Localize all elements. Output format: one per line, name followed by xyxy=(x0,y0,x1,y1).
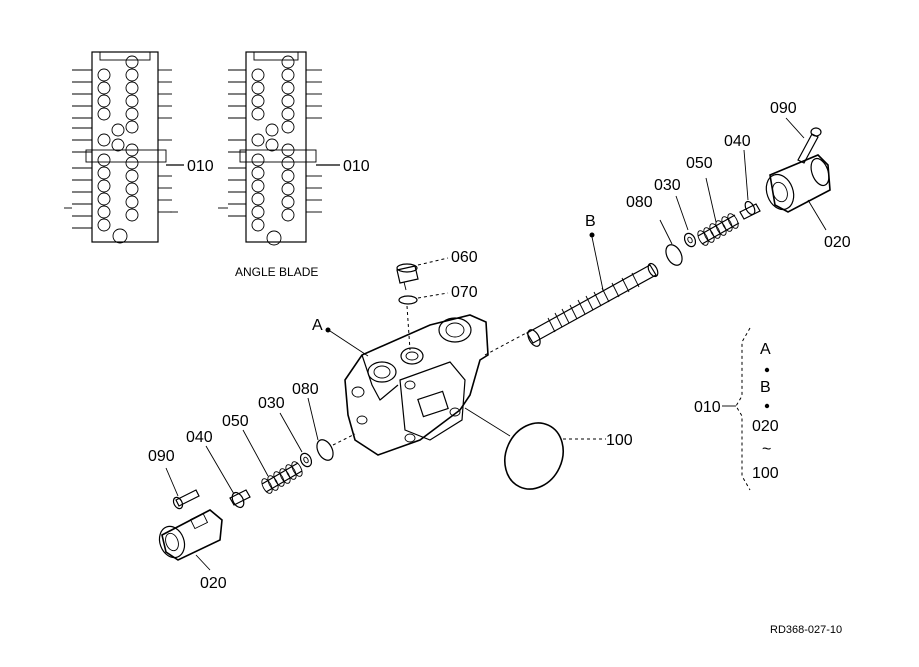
drawing-reference: RD368-027-10 xyxy=(770,624,842,636)
spring-050-right xyxy=(697,213,740,246)
legend-010: 010 xyxy=(694,399,721,416)
label-030-right: 030 xyxy=(654,177,681,194)
legend-dot-2 xyxy=(764,403,770,409)
label-080-left: 080 xyxy=(292,381,319,398)
valve-assembly-angle-blade xyxy=(218,51,340,246)
label-020-left: 020 xyxy=(200,575,227,592)
bolt-040-left xyxy=(229,489,251,509)
label-080-right: 080 xyxy=(626,194,653,211)
o-ring-080-right xyxy=(665,244,683,266)
legend-100: 100 xyxy=(752,465,779,482)
valve-assembly-left xyxy=(64,51,184,244)
label-030-left: 030 xyxy=(258,395,285,412)
legend-020: 020 xyxy=(752,418,779,435)
cap-020-right xyxy=(765,154,831,213)
legend-a: A xyxy=(760,341,771,358)
ref-b-dot xyxy=(589,232,595,238)
bolt-040-right xyxy=(739,200,761,220)
assembly-legend xyxy=(722,327,751,491)
label-060: 060 xyxy=(451,249,478,266)
label-100: 100 xyxy=(606,432,633,449)
angle-blade-caption: ANGLE BLADE xyxy=(235,265,318,279)
label-040-left: 040 xyxy=(186,429,213,446)
spring-050-left xyxy=(261,461,303,494)
ref-a-label: A xyxy=(312,317,323,334)
label-070: 070 xyxy=(451,284,478,301)
plug-060 xyxy=(396,263,419,291)
label-090-left: 090 xyxy=(148,448,175,465)
bolt-090-right xyxy=(797,127,822,164)
o-ring-070 xyxy=(398,295,418,305)
cap-020-left xyxy=(158,509,223,561)
valve-body xyxy=(344,314,489,456)
washer-030-left xyxy=(299,452,313,468)
label-040-right: 040 xyxy=(724,133,751,150)
o-ring-100 xyxy=(504,422,564,490)
label-050-right: 050 xyxy=(686,155,713,172)
label-020-right: 020 xyxy=(824,234,851,251)
ref-b-label: B xyxy=(585,213,596,230)
spool-b xyxy=(484,262,659,356)
label-010-right: 010 xyxy=(343,158,370,175)
label-010-left: 010 xyxy=(187,158,214,175)
legend-tilde: ~ xyxy=(762,441,771,458)
label-090-right: 090 xyxy=(770,100,797,117)
label-050-left: 050 xyxy=(222,413,249,430)
bolt-090-left xyxy=(172,489,200,510)
legend-b: B xyxy=(760,379,771,396)
washer-030-right xyxy=(683,232,697,248)
o-ring-080-left xyxy=(316,439,334,461)
ref-a-dot xyxy=(325,327,331,333)
legend-dot-1 xyxy=(764,367,770,373)
